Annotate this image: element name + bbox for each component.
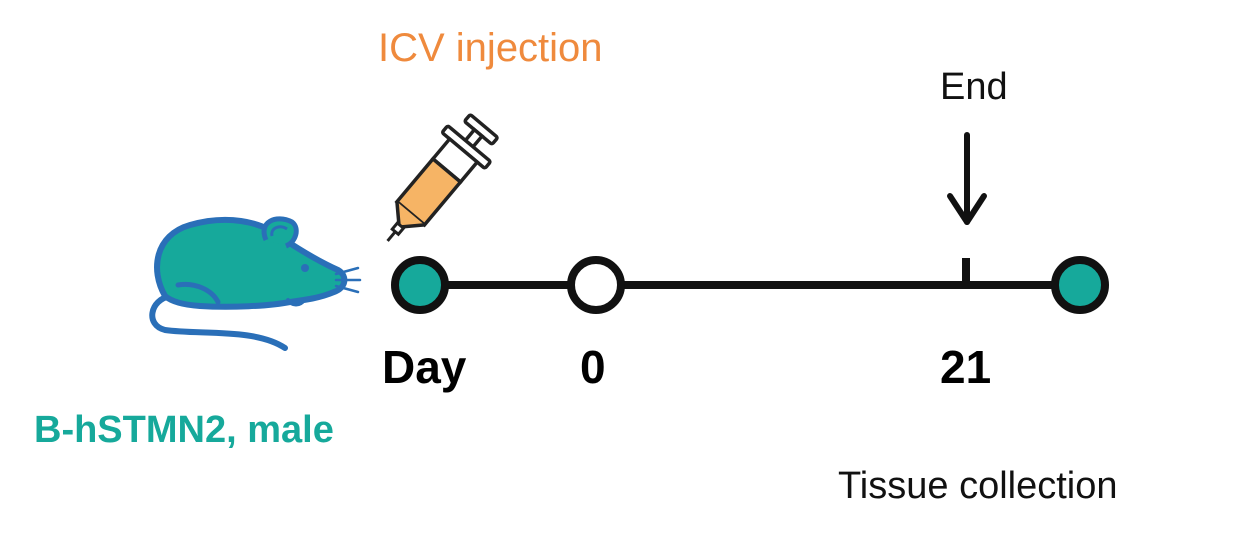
day-21-label: 21 bbox=[940, 341, 992, 393]
day-0-label: 0 bbox=[580, 341, 606, 393]
syringe-icon bbox=[386, 113, 499, 242]
mouse-model-label: B-hSTMN2, male bbox=[34, 409, 334, 451]
injection-label: ICV injection bbox=[378, 26, 603, 70]
timeline-node-end bbox=[1051, 256, 1109, 314]
day-label: Day bbox=[382, 341, 467, 393]
timeline-node-start bbox=[391, 256, 449, 314]
mouse-icon bbox=[149, 216, 362, 351]
end-label: End bbox=[940, 66, 1008, 108]
tissue-collection-label: Tissue collection bbox=[838, 465, 1118, 507]
arrow-down-icon bbox=[947, 132, 987, 225]
timeline-node-day-0 bbox=[567, 256, 625, 314]
